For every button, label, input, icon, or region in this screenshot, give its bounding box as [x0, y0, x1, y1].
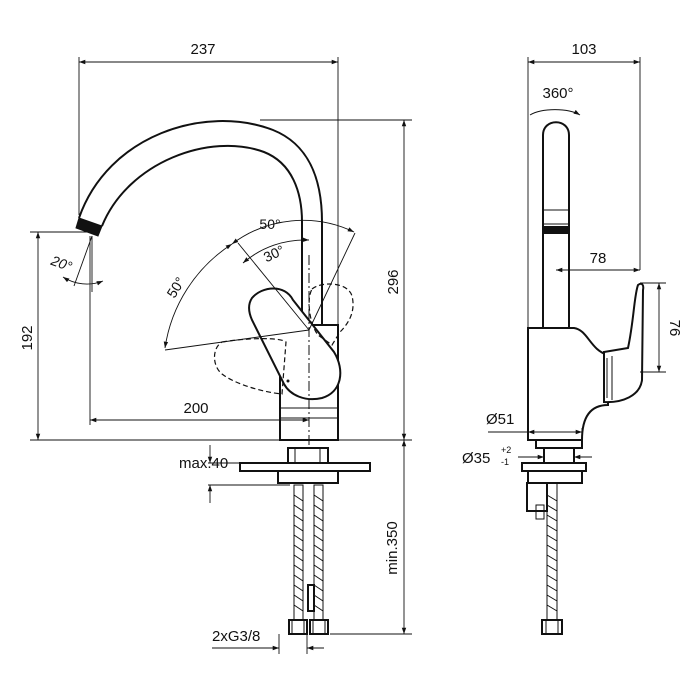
angle-handle-mixing: 30° [261, 242, 287, 265]
dim-spout-reach: 200 [183, 400, 208, 417]
hose-nut-left [288, 619, 308, 635]
dim-handle-height: 76 [666, 320, 683, 337]
dim-hose-length: min.350 [384, 521, 401, 574]
spout-aerator [75, 217, 103, 237]
dim-hole-diameter: Ø35 [462, 450, 490, 467]
dim-hole-tol-upper: +2 [501, 445, 511, 455]
dim-side-depth: 103 [571, 41, 596, 58]
lever-handle [248, 287, 342, 401]
angle-spout-outlet: 20° [48, 252, 75, 275]
spout-gooseneck [78, 120, 323, 330]
side-view [521, 121, 645, 635]
front-view [75, 120, 371, 635]
front-dimensions: 237 296 192 200 20° 50° 30° 50° [19, 41, 412, 654]
dim-overall-height: 296 [385, 269, 402, 294]
dim-outlet-height: 192 [19, 325, 36, 350]
dim-hole-tol-lower: -1 [501, 457, 509, 467]
spout-gooseneck-inner [101, 144, 303, 330]
dim-max-worktop: max.40 [179, 455, 228, 472]
side-handle [603, 282, 645, 404]
hose-nut-right [309, 619, 329, 635]
side-body [527, 327, 609, 441]
side-aerator [543, 226, 569, 234]
lever-handle-rotated [308, 283, 354, 346]
side-dimensions: 103 360° 78 76 Ø51 Ø35 +2 -1 [462, 41, 683, 467]
dim-overall-width: 237 [190, 41, 215, 58]
side-spout [542, 121, 570, 328]
side-hose [546, 482, 558, 621]
dim-connections: 2xG3/8 [212, 628, 260, 645]
angle-handle-total: 50° [259, 216, 280, 232]
base-plate [239, 462, 371, 472]
side-base-plate [521, 462, 587, 472]
dim-body-diameter: Ø51 [486, 411, 514, 428]
angle-swivel: 360° [542, 85, 573, 102]
angle-handle-lift: 50° [163, 274, 188, 300]
dim-handle-offset: 78 [590, 250, 607, 267]
